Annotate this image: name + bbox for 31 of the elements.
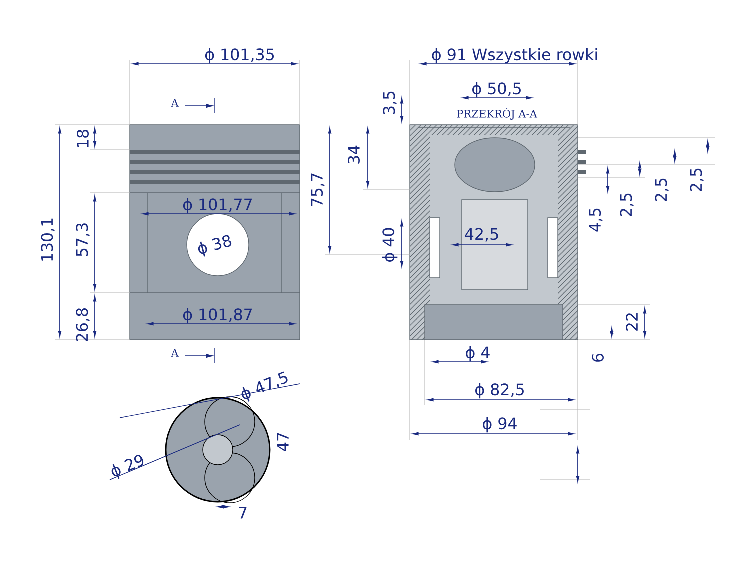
dimension-label: 22 (626, 314, 638, 331)
dimension-label: ϕ 4 (466, 346, 490, 362)
dimension-label: ϕ 82,5 (476, 383, 524, 399)
dimension-label: ϕ 50,5 (472, 82, 521, 98)
dimension-label: ϕ 101,77 (183, 198, 252, 214)
dimension-label: 2,5 (620, 194, 634, 216)
dimension-label: 75,7 (311, 174, 325, 206)
dimension-label: 34 (348, 146, 360, 164)
section-label: A (171, 99, 179, 107)
dimension-label: 2,5 (690, 168, 704, 192)
dimension-label: 7 (239, 507, 247, 519)
dimension-label: ϕ 94 (483, 417, 517, 433)
dimension-label: ϕ 40 (382, 228, 398, 262)
section-label: A (171, 349, 179, 357)
dimension-label: 3,5 (383, 92, 397, 114)
dimension-label: ϕ 91 Wszystkie rowki (432, 48, 598, 64)
dimension-label: 6 (592, 354, 604, 362)
dimension-label: ϕ 101,35 (205, 48, 274, 64)
dimension-label: 42,5 (465, 228, 498, 242)
dimension-label: 26,8 (76, 308, 90, 342)
dimension-label: ϕ 38 (198, 235, 232, 257)
section-label: PRZEKRÓJ A-A (457, 108, 538, 120)
dimension-label: ϕ 47,5 (242, 372, 288, 402)
dimension-label: ϕ 101,87 (183, 308, 252, 324)
dimension-label: 18 (77, 130, 89, 148)
dimension-label: 4,5 (589, 208, 603, 232)
dimension-label: 57,3 (76, 224, 90, 256)
dimension-label: 2,5 (655, 178, 669, 202)
dimension-label: ϕ 29 (112, 455, 144, 480)
dimension-label: 130,1 (41, 218, 55, 261)
dimension-label: 47 (277, 433, 289, 452)
